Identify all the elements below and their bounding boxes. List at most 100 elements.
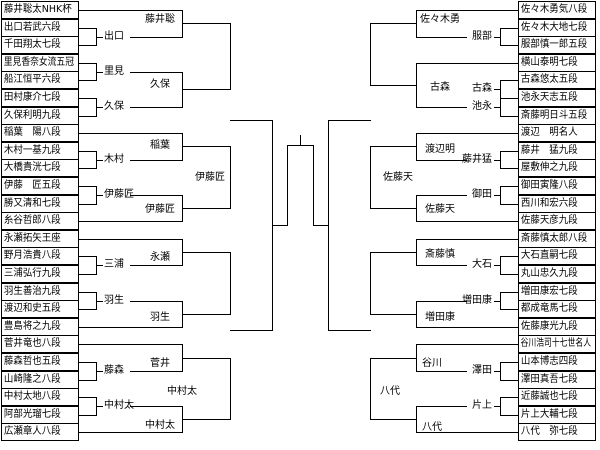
player-name: 服部慎一郎五段 [520,39,588,50]
player-name: 渡辺 明名人 [520,127,578,138]
player-name: 佐藤康光九段 [520,321,578,332]
bracket-line [416,107,467,108]
round1-winner: 片上 [472,400,492,411]
player-name: 菅井竜也八段 [3,338,61,349]
player-entry: 糸谷哲郎八段 [1,212,79,230]
player-entry: 永瀬拓矢王座 [1,230,79,248]
round3-winner: 佐藤天 [383,172,413,183]
bracket-line [500,362,519,363]
player-name: 広瀬章人八段 [3,426,61,437]
bracket-line [96,107,103,108]
bracket-line [370,252,417,253]
bracket-line [79,397,97,398]
player-name: 木村一基九段 [3,145,61,156]
round2-winner: 八代 [422,422,442,433]
player-entry: 野月浩貴八段 [1,247,79,265]
player-name: 山本博志四段 [520,356,578,367]
bracket-line [313,145,314,226]
bracket-line [494,159,501,161]
bracket-line [130,107,183,108]
player-name: 藤森哲也五段 [3,356,61,367]
player-name: 近藤誠也七段 [520,391,578,402]
round1-winner: 澤田 [472,365,492,376]
player-entry: 服部慎一郎五段 [518,36,596,54]
bracket-line [79,380,97,381]
bracket-line [328,120,371,121]
player-entry: 山崎隆之八段 [1,371,79,389]
player-name: 久保利明九段 [3,110,61,121]
bracket-line [79,256,97,257]
bracket-line [230,330,273,331]
bracket-line [500,80,519,81]
bracket-line [494,265,501,266]
player-entry: 木村一基九段 [1,142,79,160]
player-entry: 増田康宏七段 [518,283,596,301]
player-name: 出口若武六段 [3,22,61,33]
bracket-line [79,239,183,240]
player-name: 佐藤天彦九段 [520,215,578,226]
round1-winner: 池永 [472,101,492,112]
player-name: 澤田真吾七段 [520,374,578,385]
player-name: 増田康宏七段 [520,286,578,297]
round3-winner: 伊藤匠 [195,172,225,183]
player-name: 斎藤慎太郎八段 [520,233,588,244]
round1-winner: 出口 [104,30,124,42]
player-entry: 佐々木勇気八段 [518,1,596,19]
player-name: 山崎隆之八段 [3,374,61,385]
round3-winner: 八代 [380,386,400,397]
round3-winner: 中村太 [167,386,197,397]
bracket-line [500,274,519,275]
bracket-line [79,28,97,29]
player-entry: 田村康介七段 [1,89,79,107]
player-name: 伊藤 匠五段 [3,180,61,191]
bracket-line [130,406,183,407]
round2-winner: 稲葉 [150,140,170,151]
player-entry: 阿部光瑠七段 [1,406,79,424]
bracket-line [494,36,501,38]
player-name: 都成竜馬七段 [520,303,578,314]
player-entry: 谷川浩司十七世名人 [518,335,596,353]
player-entry: 西川和宏六段 [518,195,596,213]
player-name: 古森悠太五段 [520,74,578,85]
bracket-line [230,146,231,209]
bracket-line [416,239,519,240]
bracket-line [416,36,467,38]
player-name: 中村太地八段 [3,391,61,402]
player-entry: 中村太地八段 [1,388,79,406]
bracket-line [79,362,97,363]
bracket-line [416,432,519,433]
round1-winner: 藤井猛 [462,153,492,165]
bracket-line [79,80,97,81]
player-entry: 里見香奈女流五冠 [1,54,79,72]
bracket-line [494,300,501,302]
round2-winner: 菅井 [150,358,170,369]
player-name: 糸谷哲郎八段 [3,215,61,226]
player-name: 丸山忠久九段 [520,268,578,279]
bracket-line [416,10,519,11]
bracket-line [370,146,417,148]
bracket-line [500,116,519,117]
player-name: 斎藤明日斗五段 [520,110,588,121]
round2-winner: 中村太 [145,420,175,431]
player-name: 野月浩貴八段 [3,250,61,261]
player-entry: 都成竜馬七段 [518,300,596,318]
bracket-line [96,265,103,266]
player-name: 田村康介七段 [3,92,61,103]
player-name: 大石直嗣七段 [520,250,578,261]
player-name: 船江恒平六段 [3,74,61,85]
round1-winner: 藤森 [104,365,124,376]
round2-winner: 藤井聡 [145,14,175,25]
bracket-line [500,186,519,187]
round1-winner: 服部 [472,30,492,42]
round2-winner: 増田康 [425,312,455,323]
bracket-line [79,415,97,416]
round2-winner: 羽生 [150,312,170,323]
bracket-line [500,380,519,381]
player-entry: 片上大輔七段 [518,406,596,424]
bracket-line [130,36,183,38]
player-entry: 藤森哲也五段 [1,353,79,371]
player-entry: 渡辺和史五段 [1,300,79,318]
player-name: 西川和宏六段 [520,198,578,209]
bracket-line [79,133,183,134]
